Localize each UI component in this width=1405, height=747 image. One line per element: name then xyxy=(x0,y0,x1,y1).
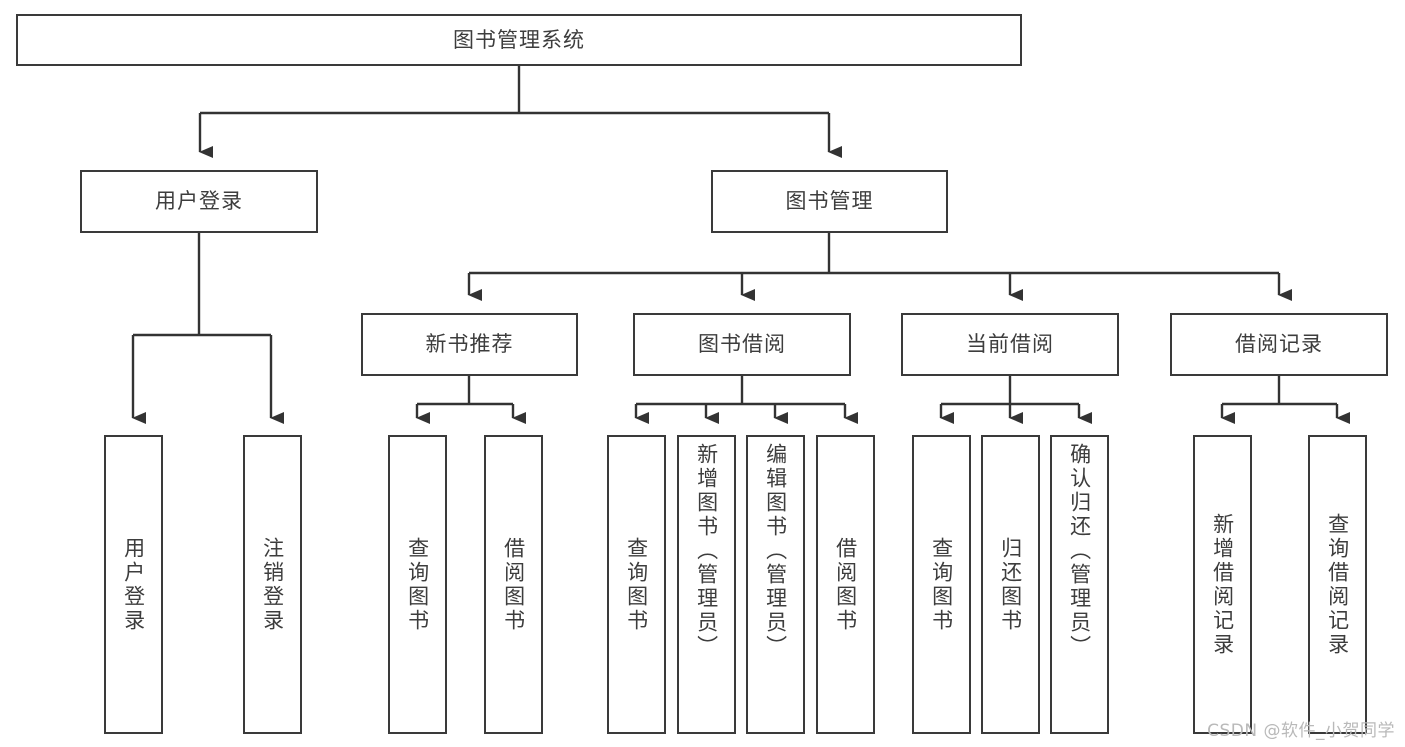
node-root-label: 图书管理系统 xyxy=(453,27,585,52)
node-book-manage-label: 图书管理 xyxy=(785,189,874,214)
node-root[interactable]: 图书管理系统 xyxy=(16,14,1022,66)
node-leaf-user-logout[interactable]: 注销登录 xyxy=(243,435,302,734)
node-leaf-add-book-admin[interactable]: 新增图书（管理员） xyxy=(677,435,736,734)
node-leaf-borrow-book-2-label: 借阅图书 xyxy=(833,536,858,633)
node-leaf-user-logout-label: 注销登录 xyxy=(260,536,285,633)
node-leaf-query-book-1[interactable]: 查询图书 xyxy=(388,435,447,734)
node-leaf-edit-book-admin-label: 编辑图书（管理员） xyxy=(763,443,788,659)
node-new-book-recommend[interactable]: 新书推荐 xyxy=(361,313,578,376)
node-leaf-return-book-label: 归还图书 xyxy=(998,536,1023,633)
node-leaf-query-book-3[interactable]: 查询图书 xyxy=(912,435,971,734)
node-leaf-query-book-2-label: 查询图书 xyxy=(624,536,649,633)
node-leaf-edit-book-admin[interactable]: 编辑图书（管理员） xyxy=(746,435,805,734)
node-leaf-query-borrow-record-label: 查询借阅记录 xyxy=(1325,512,1350,657)
node-leaf-query-book-1-label: 查询图书 xyxy=(405,536,430,633)
node-leaf-confirm-return-admin[interactable]: 确认归还（管理员） xyxy=(1050,435,1109,734)
node-leaf-borrow-book-1-label: 借阅图书 xyxy=(501,536,526,633)
node-leaf-add-book-admin-label: 新增图书（管理员） xyxy=(694,443,719,659)
csdn-watermark: CSDN @软件_小贺同学 xyxy=(1207,721,1395,741)
node-leaf-borrow-book-2[interactable]: 借阅图书 xyxy=(816,435,875,734)
node-current-borrow-label: 当前借阅 xyxy=(966,332,1054,357)
node-leaf-add-borrow-record[interactable]: 新增借阅记录 xyxy=(1193,435,1252,734)
node-leaf-query-book-3-label: 查询图书 xyxy=(929,536,954,633)
node-leaf-user-login-label: 用户登录 xyxy=(121,536,146,633)
node-book-borrow-label: 图书借阅 xyxy=(698,332,786,357)
node-borrow-record-label: 借阅记录 xyxy=(1235,332,1323,357)
node-user-login-label: 用户登录 xyxy=(155,189,243,214)
node-borrow-record[interactable]: 借阅记录 xyxy=(1170,313,1388,376)
node-leaf-query-book-2[interactable]: 查询图书 xyxy=(607,435,666,734)
node-book-borrow[interactable]: 图书借阅 xyxy=(633,313,851,376)
node-current-borrow[interactable]: 当前借阅 xyxy=(901,313,1119,376)
node-leaf-borrow-book-1[interactable]: 借阅图书 xyxy=(484,435,543,734)
node-book-manage[interactable]: 图书管理 xyxy=(711,170,948,233)
node-user-login[interactable]: 用户登录 xyxy=(80,170,318,233)
node-leaf-add-borrow-record-label: 新增借阅记录 xyxy=(1210,512,1235,657)
node-leaf-confirm-return-admin-label: 确认归还（管理员） xyxy=(1067,443,1092,659)
node-leaf-query-borrow-record[interactable]: 查询借阅记录 xyxy=(1308,435,1367,734)
node-leaf-user-login[interactable]: 用户登录 xyxy=(104,435,163,734)
node-leaf-return-book[interactable]: 归还图书 xyxy=(981,435,1040,734)
node-new-book-recommend-label: 新书推荐 xyxy=(425,332,514,357)
